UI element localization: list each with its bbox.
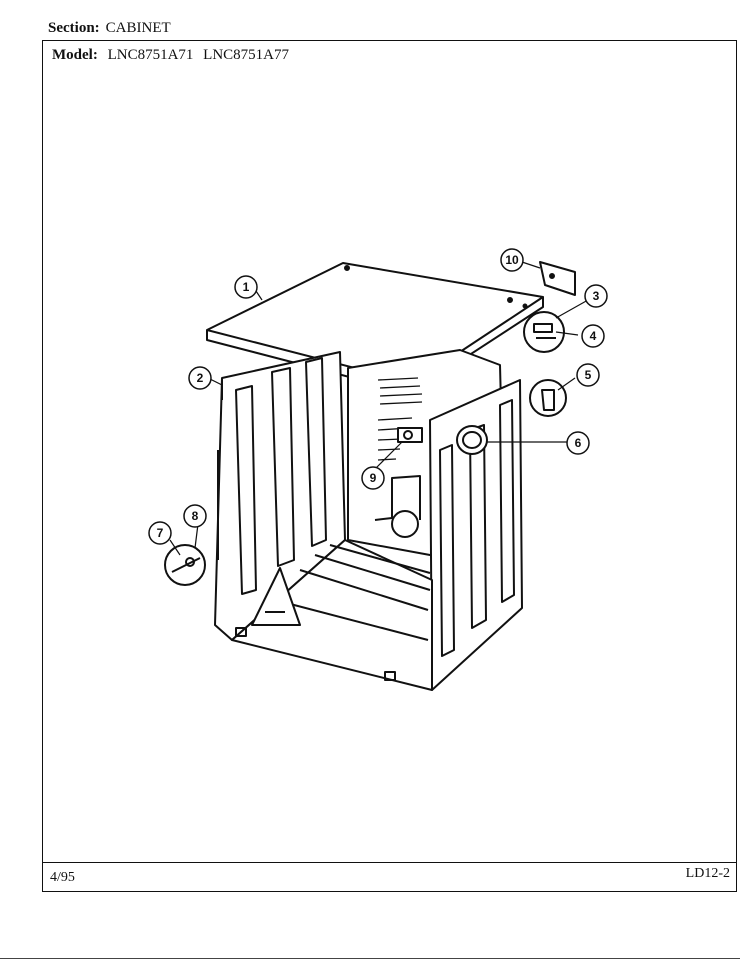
component-10-bracket — [539, 261, 576, 296]
component-4-inset — [523, 311, 565, 353]
callout-1: 1 — [243, 280, 250, 294]
callout-7: 7 — [157, 526, 164, 540]
callout-2-circle — [188, 366, 212, 390]
callout-3-circle — [584, 284, 608, 308]
callout-10-circle — [500, 248, 524, 272]
callout-2: 2 — [197, 371, 204, 385]
callout-4: 4 — [590, 329, 597, 343]
leader-10 — [521, 261, 541, 269]
model-label: Model: — [52, 47, 98, 63]
callout-5: 5 — [585, 368, 592, 382]
section-title: Section: CABINET — [48, 20, 171, 37]
component-5-inset — [529, 379, 567, 417]
callout-7-circle — [148, 521, 172, 545]
callout-1-circle — [234, 275, 258, 299]
page-frame — [42, 40, 737, 892]
leader-2 — [209, 378, 223, 386]
component-6-knob — [456, 425, 488, 455]
callout-6: 6 — [575, 436, 582, 450]
callout-8: 8 — [192, 509, 199, 523]
callout-9: 9 — [370, 471, 377, 485]
model-number-2: LNC8751A77 — [203, 47, 290, 63]
component-7-8-inset — [164, 544, 206, 586]
bottom-rule — [0, 958, 740, 959]
leader-4 — [555, 331, 579, 336]
callout-8-circle — [183, 504, 207, 528]
leader-1 — [255, 290, 263, 301]
callout-3: 3 — [593, 289, 600, 303]
callout-4-circle — [581, 324, 605, 348]
section-label: Section: — [48, 20, 100, 36]
leader-7 — [169, 539, 181, 556]
callout-6-circle — [566, 431, 590, 455]
leader-9 — [375, 441, 403, 469]
footer-date: 4/95 — [50, 870, 75, 885]
cabinet-base — [231, 539, 433, 691]
leader-5 — [557, 377, 576, 391]
leader-3 — [555, 299, 589, 319]
model-line: Model: LNC8751A71 LNC8751A77 — [52, 47, 289, 64]
footer-page-code: LD12-2 — [685, 866, 730, 881]
leader-8 — [194, 523, 199, 549]
callout-9-circle — [361, 466, 385, 490]
callout-10: 10 — [505, 253, 519, 267]
model-number-1: LNC8751A71 — [107, 47, 194, 63]
footer-rule — [42, 862, 737, 863]
callout-5-circle — [576, 363, 600, 387]
component-9-switch — [397, 427, 423, 443]
section-value: CABINET — [105, 20, 171, 36]
